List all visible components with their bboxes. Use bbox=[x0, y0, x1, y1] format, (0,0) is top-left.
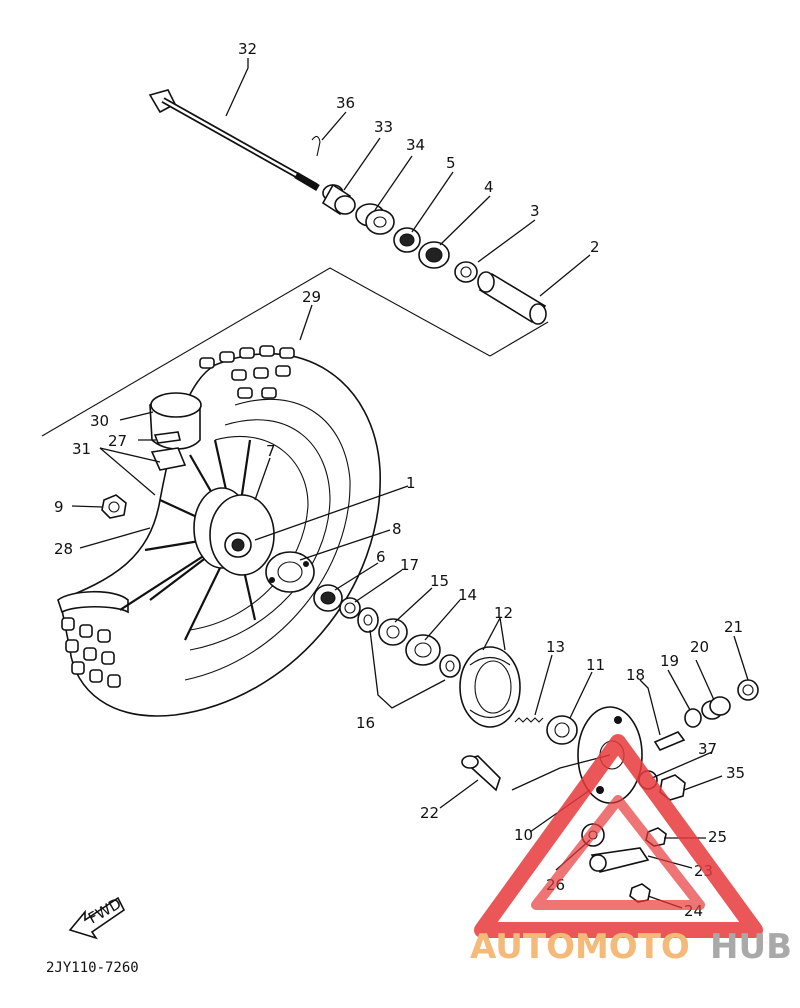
callout-8: 8 bbox=[392, 520, 402, 538]
callout-17: 17 bbox=[400, 556, 419, 574]
shoe-spring bbox=[514, 717, 544, 723]
washer-14b bbox=[439, 654, 461, 678]
callout-labels: 32 36 33 34 5 4 3 2 29 30 27 31 7 1 9 8 … bbox=[54, 40, 745, 920]
speedo-gear-unit bbox=[265, 551, 315, 593]
washer-19 bbox=[684, 708, 702, 728]
wheel-assembly bbox=[57, 345, 381, 717]
callout-3: 3 bbox=[530, 202, 540, 220]
watermark-text-1: AUTOMOTO bbox=[470, 927, 690, 967]
callout-18: 18 bbox=[626, 666, 645, 684]
callout-27: 27 bbox=[108, 432, 127, 450]
callout-37: 37 bbox=[698, 740, 717, 758]
callout-25: 25 bbox=[708, 828, 727, 846]
callout-14: 14 bbox=[458, 586, 477, 604]
callout-29: 29 bbox=[302, 288, 321, 306]
spoke-nipple bbox=[101, 494, 127, 519]
oil-seal-left bbox=[355, 203, 395, 235]
callout-32: 32 bbox=[238, 40, 257, 58]
callout-6: 6 bbox=[376, 548, 386, 566]
front-axle bbox=[148, 89, 320, 192]
camshaft-lever bbox=[589, 847, 650, 873]
callout-12: 12 bbox=[494, 604, 513, 622]
callout-31: 31 bbox=[72, 440, 91, 458]
tread-pattern bbox=[61, 345, 295, 688]
callout-20: 20 bbox=[690, 638, 709, 656]
callout-9: 9 bbox=[54, 498, 64, 516]
oil-seal-17 bbox=[339, 597, 361, 619]
bearing-4 bbox=[418, 241, 450, 269]
oil-seal-21 bbox=[737, 679, 759, 701]
washer-16 bbox=[357, 607, 379, 633]
callout-16: 16 bbox=[356, 714, 375, 732]
callout-2: 2 bbox=[590, 238, 600, 256]
bushing-20 bbox=[701, 696, 731, 720]
bearing-6 bbox=[313, 584, 343, 612]
callout-33: 33 bbox=[374, 118, 393, 136]
speedo-shaft bbox=[653, 731, 686, 751]
callout-4: 4 bbox=[484, 178, 494, 196]
wheel-hub bbox=[193, 487, 275, 576]
callout-15: 15 bbox=[430, 572, 449, 590]
callout-21: 21 bbox=[724, 618, 743, 636]
rim bbox=[189, 419, 331, 651]
fwd-arrow: FWD bbox=[68, 894, 126, 940]
bearing-5 bbox=[393, 227, 421, 253]
brake-shoes bbox=[459, 646, 521, 728]
callout-5: 5 bbox=[446, 154, 456, 172]
callout-13: 13 bbox=[546, 638, 565, 656]
gear-14 bbox=[405, 634, 441, 666]
bolt-24 bbox=[629, 883, 651, 903]
callout-11: 11 bbox=[586, 656, 605, 674]
callout-1: 1 bbox=[406, 474, 416, 492]
callout-10: 10 bbox=[514, 826, 533, 844]
circlip-3 bbox=[454, 261, 478, 283]
callout-35: 35 bbox=[726, 764, 745, 782]
watermark-text-2: HUB bbox=[710, 927, 792, 967]
tube-valve bbox=[149, 392, 202, 471]
callout-30: 30 bbox=[90, 412, 109, 430]
callout-19: 19 bbox=[660, 652, 679, 670]
part-code: 2JY110-7260 bbox=[46, 960, 139, 976]
callout-36: 36 bbox=[336, 94, 355, 112]
cotter-pin bbox=[311, 135, 321, 157]
callout-22: 22 bbox=[420, 804, 439, 822]
callout-28: 28 bbox=[54, 540, 73, 558]
oil-seal-11 bbox=[546, 715, 578, 745]
spacer-2 bbox=[477, 271, 547, 325]
drive-gear-15 bbox=[378, 618, 408, 646]
projection-lines bbox=[41, 267, 549, 437]
watermark-logo: AUTOMOTO HUB bbox=[470, 734, 792, 967]
callout-7: 7 bbox=[266, 442, 276, 460]
brake-camshaft bbox=[461, 755, 501, 792]
tire-inner-band bbox=[184, 398, 351, 681]
axle-collar-left bbox=[321, 183, 356, 216]
callout-34: 34 bbox=[406, 136, 425, 154]
